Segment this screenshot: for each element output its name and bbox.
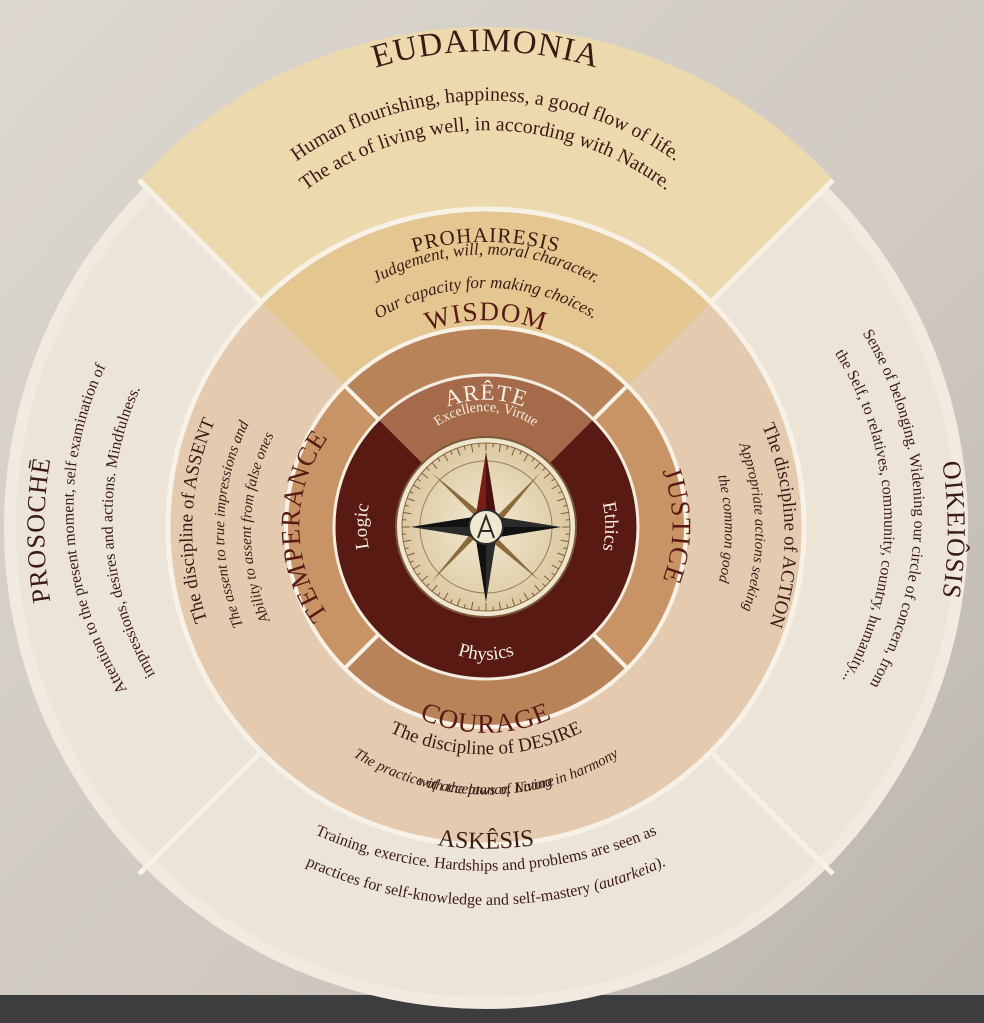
- compass-tick: [534, 584, 541, 592]
- stoic-emblem-icon: [477, 513, 495, 539]
- compass-tick: [551, 478, 556, 482]
- compass-tick: [523, 454, 529, 462]
- compass-tick: [531, 592, 535, 597]
- compass-tick: [456, 447, 461, 456]
- compass-tick: [406, 497, 415, 502]
- compass-tick: [416, 478, 421, 482]
- compass-tick: [558, 560, 563, 563]
- compass-tick: [563, 504, 568, 507]
- prosoche-title: PROSOCHĒ: [21, 455, 56, 605]
- compass-tick: [543, 575, 551, 582]
- compass-tick: [543, 472, 551, 479]
- compass-tick: [551, 572, 556, 576]
- compass-tick: [498, 444, 502, 453]
- compass-tick: [426, 467, 430, 471]
- compass-tick: [506, 445, 509, 450]
- watermark: stoiccompass.wordpress.com: [416, 975, 579, 990]
- compass-tick: [409, 491, 414, 494]
- core-border: [332, 373, 640, 681]
- compass-rose: [395, 436, 577, 618]
- compass-tick: [409, 560, 414, 563]
- compass-tick: [437, 457, 441, 462]
- compass-tick: [511, 598, 516, 607]
- askesis-title: ASKÊSIS: [437, 825, 536, 854]
- virtue-ring-border: [284, 325, 688, 729]
- compass-tick: [519, 450, 522, 455]
- compass-tick: [443, 454, 449, 462]
- compass-tick: [431, 584, 438, 592]
- oikeiosis-title: OIKEIÔSIS: [936, 459, 970, 601]
- compass-tick: [557, 497, 566, 502]
- compass-tick: [506, 604, 509, 609]
- compass-tick: [413, 564, 421, 570]
- compass-tick: [456, 598, 461, 607]
- compass-tick: [558, 491, 563, 494]
- compass-tick: [421, 472, 429, 479]
- compass-tick: [413, 484, 421, 490]
- compass-tick: [557, 552, 566, 557]
- compass-tick: [560, 511, 569, 515]
- middle-ring-border: [165, 206, 807, 848]
- compass-tick: [511, 447, 516, 456]
- compass-tick: [531, 457, 535, 462]
- compass-tick: [534, 462, 541, 470]
- compass-tick: [406, 552, 415, 557]
- ethics-label: Ethics: [598, 500, 622, 553]
- compass-tick: [551, 484, 559, 490]
- compass-tick: [560, 539, 569, 543]
- compass-tick: [463, 604, 466, 609]
- compass-tick: [519, 599, 522, 604]
- compass-tick: [498, 601, 502, 610]
- compass-tick: [551, 564, 559, 570]
- compass-tick: [403, 511, 412, 515]
- compass-tick: [421, 575, 429, 582]
- quadrant-dividers: [137, 178, 835, 876]
- logic-label: Logic: [351, 502, 374, 551]
- compass-tick: [470, 444, 474, 453]
- compass-tick: [542, 467, 546, 471]
- compass-tick: [403, 539, 412, 543]
- compass-tick: [404, 547, 409, 550]
- compass-tick: [404, 504, 409, 507]
- compass-tick: [463, 445, 466, 450]
- compass-tick: [450, 450, 453, 455]
- compass-tick: [416, 572, 421, 576]
- compass-tick: [470, 601, 474, 610]
- compass-tick: [450, 599, 453, 604]
- compass-tick: [437, 592, 441, 597]
- compass-tick: [443, 592, 449, 600]
- compass-tick: [542, 583, 546, 587]
- compass-tick: [563, 547, 568, 550]
- action-line-2: the common good: [714, 473, 737, 585]
- compass-tick: [426, 583, 430, 587]
- compass-tick: [523, 592, 529, 600]
- compass-tick: [431, 462, 438, 470]
